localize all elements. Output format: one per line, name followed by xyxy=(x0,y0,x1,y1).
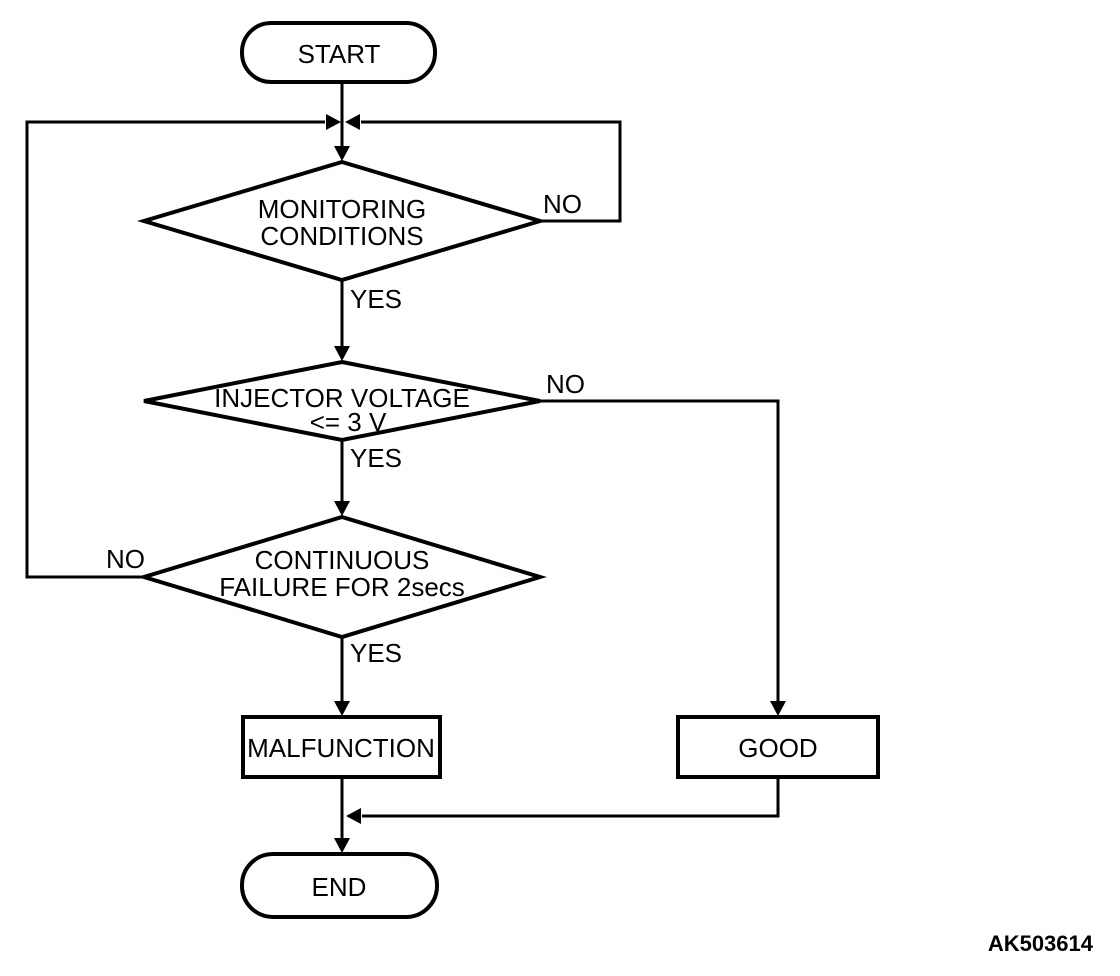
terminator-shape xyxy=(240,21,437,84)
decision-diamond xyxy=(143,359,541,443)
edge-good-to-end xyxy=(346,777,780,824)
node-malfunction: MALFUNCTION xyxy=(241,715,442,779)
good-label: GOOD xyxy=(738,733,817,763)
continuous-failure-line2: FAILURE FOR 2secs xyxy=(219,572,465,602)
start-label: START xyxy=(298,39,381,69)
arrow-down-icon xyxy=(334,146,350,161)
merge-junction xyxy=(326,114,360,130)
process-rect xyxy=(241,715,442,779)
node-continuous-failure: CONTINUOUS FAILURE FOR 2secs xyxy=(137,514,547,640)
malfunction-label: MALFUNCTION xyxy=(247,733,435,763)
node-start: START xyxy=(240,21,437,84)
decision-diamond xyxy=(137,514,547,640)
branch-label-injector-no: NO xyxy=(546,369,585,399)
arrow-down-icon xyxy=(334,346,350,361)
branch-label-monitoring-yes: YES xyxy=(350,284,402,314)
node-injector-voltage: INJECTOR VOLTAGE <= 3 V xyxy=(143,359,541,443)
node-end: END xyxy=(240,852,439,919)
node-good: GOOD xyxy=(676,715,880,779)
arrow-down-icon xyxy=(334,501,350,516)
edge-injector-no-to-good xyxy=(540,399,786,716)
continuous-failure-line1: CONTINUOUS xyxy=(255,545,430,575)
end-label: END xyxy=(312,872,367,902)
terminator-shape xyxy=(240,852,439,919)
connector-line xyxy=(361,120,622,223)
arrow-down-icon xyxy=(334,838,350,853)
decision-diamond xyxy=(136,159,548,283)
branch-label-monitoring-no: NO xyxy=(543,189,582,219)
injector-voltage-line2: <= 3 V xyxy=(310,407,387,437)
node-monitoring-conditions: MONITORING CONDITIONS xyxy=(136,159,548,283)
branch-label-injector-yes: YES xyxy=(350,443,402,473)
injector-voltage-line1: INJECTOR VOLTAGE xyxy=(214,383,470,413)
edge-monitoring-yes xyxy=(334,280,350,361)
monitoring-conditions-line2: CONDITIONS xyxy=(260,221,423,251)
branch-label-continuous-yes: YES xyxy=(350,638,402,668)
edge-injector-yes xyxy=(334,440,350,516)
edge-continuous-yes xyxy=(334,637,350,716)
arrow-down-icon xyxy=(334,701,350,716)
connector-line xyxy=(25,120,325,579)
arrow-left-icon xyxy=(346,808,361,824)
arrow-left-icon xyxy=(345,114,360,130)
connector-line xyxy=(540,399,780,702)
edge-continuous-no-loop xyxy=(25,120,325,579)
monitoring-conditions-line1: MONITORING xyxy=(258,194,427,224)
edge-malfunction-to-end xyxy=(334,777,350,853)
edge-start-to-monitoring xyxy=(334,82,350,161)
arrow-down-icon xyxy=(770,701,786,716)
connector-line xyxy=(362,777,780,818)
process-rect xyxy=(676,715,880,779)
arrow-right-icon xyxy=(326,114,341,130)
branch-label-continuous-no: NO xyxy=(106,544,145,574)
figure-code: AK503614 xyxy=(988,931,1094,956)
edge-monitoring-no-loop xyxy=(361,120,622,223)
